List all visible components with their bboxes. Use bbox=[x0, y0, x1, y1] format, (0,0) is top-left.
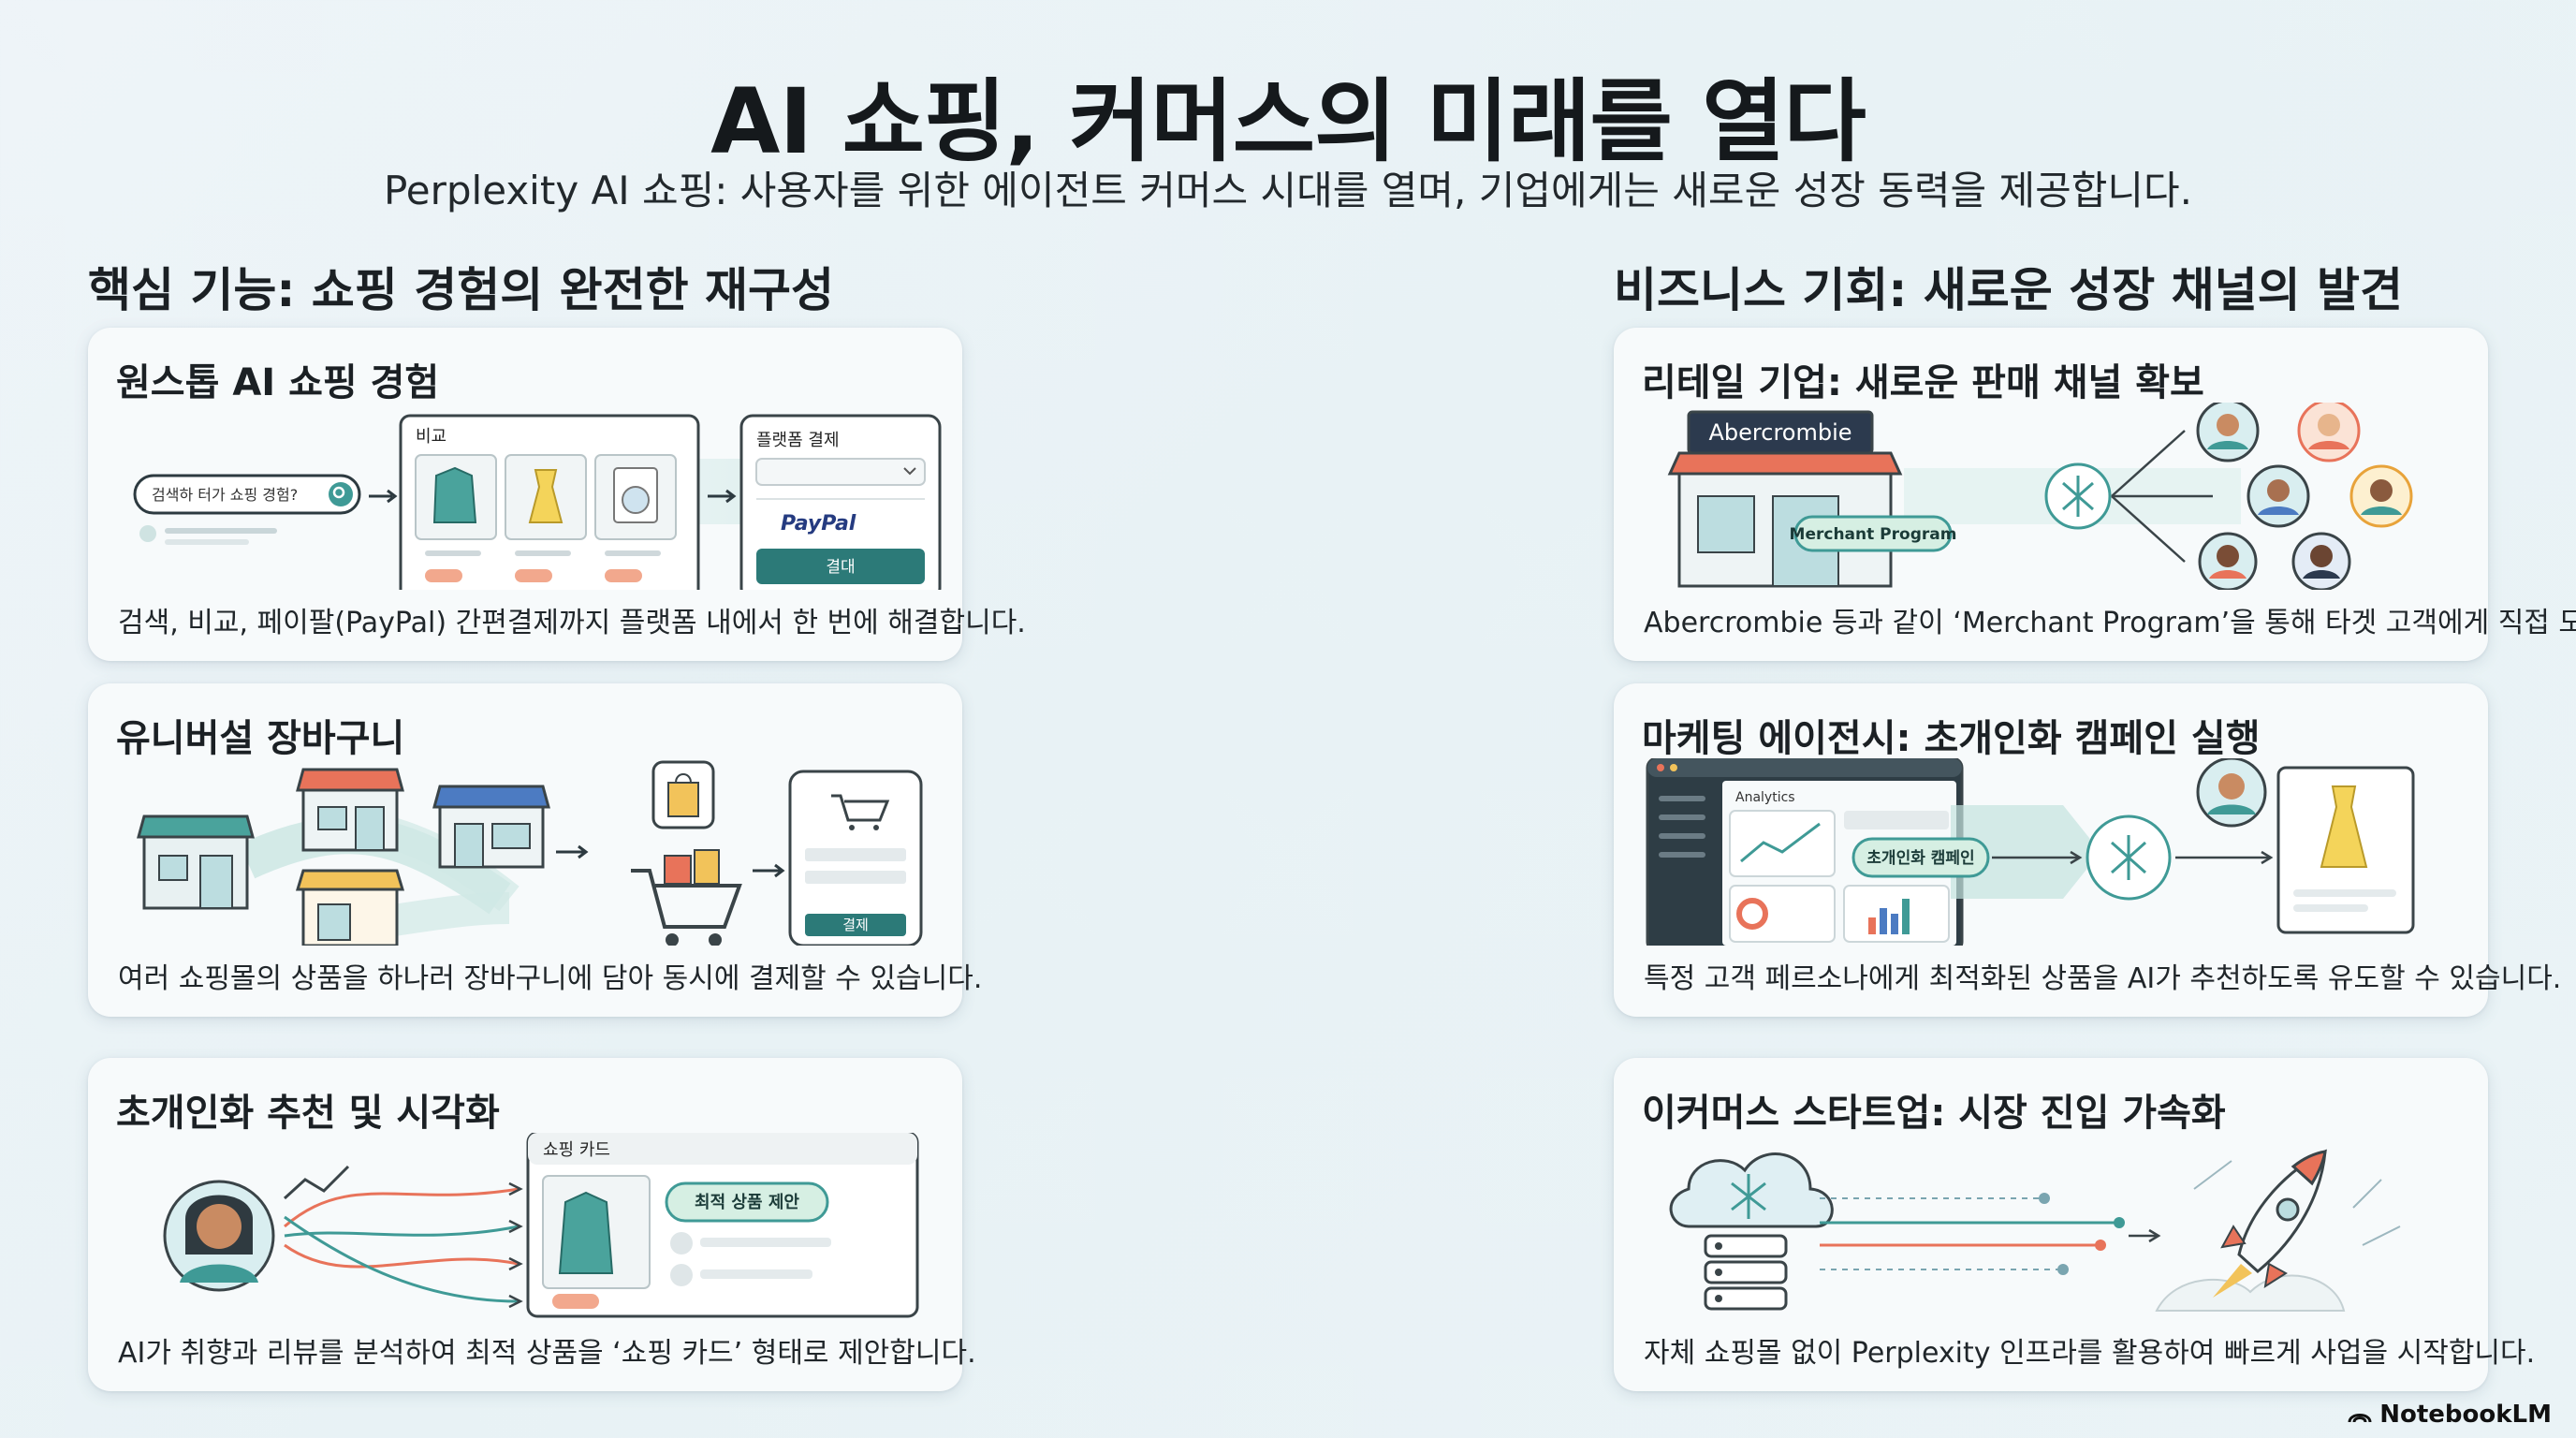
cart-icon bbox=[831, 794, 890, 822]
card-title: 원스톱 AI 쇼핑 경험 bbox=[116, 361, 440, 404]
checkout-button bbox=[805, 914, 906, 936]
card-personalized-recommendation: 초개인화 추천 및 시각화 쇼핑 카드 최적 상품 제안 AI가 취향과 리뷰를… bbox=[88, 1058, 976, 1391]
chevron-down-icon bbox=[903, 467, 916, 476]
store-icon bbox=[296, 768, 404, 852]
paypal-logo: PayPal bbox=[781, 512, 856, 536]
store-icon: Abercrombie bbox=[1667, 410, 1903, 588]
notebooklm-logo-icon bbox=[2348, 1414, 2372, 1423]
campaign-badge bbox=[1852, 837, 1990, 878]
store-icon bbox=[137, 814, 255, 910]
brand-label: NotebookLM bbox=[2379, 1401, 2552, 1429]
jacket-icon bbox=[432, 466, 477, 523]
card-title: 마케팅 에이전시: 초개인화 캠페인 실행 bbox=[1642, 717, 2261, 760]
card-description: 자체 쇼핑몰 없이 Perplexity 인프라를 활용하여 빠르게 사업을 시… bbox=[1644, 1337, 2536, 1370]
jacket-icon bbox=[558, 1191, 614, 1274]
store-icon bbox=[295, 869, 405, 946]
page-title: AI 쇼핑, 커머스의 미래를 열다 bbox=[710, 69, 1866, 174]
avatar-icon bbox=[139, 525, 156, 542]
card-one-stop-shopping: 원스톱 AI 쇼핑 경험 검색하 터가 쇼핑 경험? 비교 플랫폼 결제 bbox=[88, 328, 1026, 661]
cloud-server-icon bbox=[1669, 1152, 1834, 1311]
card-description: 여러 쇼핑몰의 상품을 하나러 장바구니에 담아 동시에 결제할 수 있습니다. bbox=[118, 962, 983, 995]
retail-illustration: Abercrombie Merchant Program bbox=[1667, 403, 2413, 590]
rocket-icon bbox=[2213, 1149, 2327, 1298]
shopping-cart-icon bbox=[631, 849, 742, 946]
trend-icon bbox=[283, 1165, 350, 1200]
best-product-label: 최적 상품 제안 bbox=[695, 1193, 799, 1212]
campaign-label: 초개인화 캠페인 bbox=[1866, 849, 1974, 868]
best-product-badge bbox=[665, 1181, 829, 1223]
checkout-button-label: 결제 bbox=[842, 917, 869, 933]
right-section-heading: 비즈니스 기회: 새로운 성장 채널의 발견 bbox=[1614, 263, 2404, 317]
card-title: 이커머스 스타트업: 시장 진입 가속화 bbox=[1642, 1092, 2226, 1135]
shopping-card-label: 쇼핑 카드 bbox=[543, 1140, 610, 1160]
marketing-illustration: Analytics 초개인화 캠페인 bbox=[1646, 758, 2415, 946]
line-chart-icon bbox=[1740, 822, 1821, 863]
card-title: 초개인화 추천 및 시각화 bbox=[116, 1092, 500, 1135]
card-description: Abercrombie 등과 같이 ‘Merchant Program’을 통해… bbox=[1644, 607, 2576, 639]
merchant-program-label: Merchant Program bbox=[1790, 525, 1957, 544]
pay-label: 플랫폼 결제 bbox=[756, 431, 840, 450]
customer-avatar-icon bbox=[2297, 403, 2361, 462]
one-stop-illustration: 검색하 터가 쇼핑 경험? 비교 플랫폼 결제 PayPal 결대 bbox=[133, 414, 942, 590]
card-title: 리테일 기업: 새로운 판매 채널 확보 bbox=[1642, 361, 2204, 404]
recommendation-illustration: 쇼핑 카드 최적 상품 제안 bbox=[163, 1133, 919, 1318]
card-description: AI가 취향과 리뷰를 분석하여 최적 상품을 ‘쇼핑 카드’ 형태로 제안합니… bbox=[118, 1337, 976, 1370]
left-section-heading: 핵심 기능: 쇼핑 경험의 완전한 재구성 bbox=[88, 263, 835, 317]
compare-label: 비교 bbox=[416, 427, 446, 447]
donut-chart-icon bbox=[1736, 898, 1768, 930]
search-text: 검색하 터가 쇼핑 경험? bbox=[152, 486, 298, 504]
card-universal-cart: 유니버설 장바구니 bbox=[88, 683, 982, 1017]
page-subtitle: Perplexity AI 쇼핑: 사용자를 위한 에이전트 커머스 시대를 열… bbox=[383, 168, 2193, 213]
dashboard-label: Analytics bbox=[1735, 790, 1795, 805]
customer-avatar-icon bbox=[2349, 464, 2413, 528]
notebooklm-brand: NotebookLM bbox=[2348, 1401, 2552, 1429]
card-ecommerce-startup: 이커머스 스타트업: 시장 진입 가속화 bbox=[1614, 1058, 2535, 1391]
shopping-bag-icon bbox=[667, 782, 699, 817]
merchant-program-badge bbox=[1793, 515, 1953, 552]
card-retail-channel: 리테일 기업: 새로운 판매 채널 확보 Abercrombie Merchan… bbox=[1614, 328, 2576, 661]
pay-button-label: 결대 bbox=[826, 558, 855, 577]
customer-avatar-icon bbox=[2196, 403, 2260, 462]
search-bar bbox=[133, 474, 361, 515]
customer-avatar-icon bbox=[2198, 532, 2258, 590]
store-icon bbox=[432, 785, 550, 869]
pay-button bbox=[756, 549, 925, 584]
card-marketing-agency: 마케팅 에이전시: 초개인화 캠페인 실행 Analytics 초개인화 캠페인 bbox=[1614, 683, 2561, 1017]
card-description: 특정 고객 페르소나에게 최적화된 상품을 AI가 추천하도록 유도할 수 있습… bbox=[1644, 962, 2562, 995]
search-icon bbox=[329, 482, 353, 506]
store-sign: Abercrombie bbox=[1708, 419, 1852, 446]
customer-avatar-icon bbox=[2291, 532, 2351, 590]
universal-cart-illustration: 결제 bbox=[137, 760, 923, 946]
dress-icon bbox=[2320, 785, 2368, 868]
card-description: 검색, 비교, 페이팔(PayPal) 간편결제까지 플랫폼 내에서 한 번에 … bbox=[118, 607, 1026, 639]
startup-illustration bbox=[1669, 1149, 2401, 1312]
user-avatar-icon bbox=[163, 1180, 275, 1292]
card-title: 유니버설 장바구니 bbox=[116, 717, 405, 760]
dress-icon bbox=[528, 469, 564, 523]
customer-avatar-icon bbox=[2247, 464, 2310, 528]
persona-avatar-icon bbox=[2196, 758, 2267, 828]
